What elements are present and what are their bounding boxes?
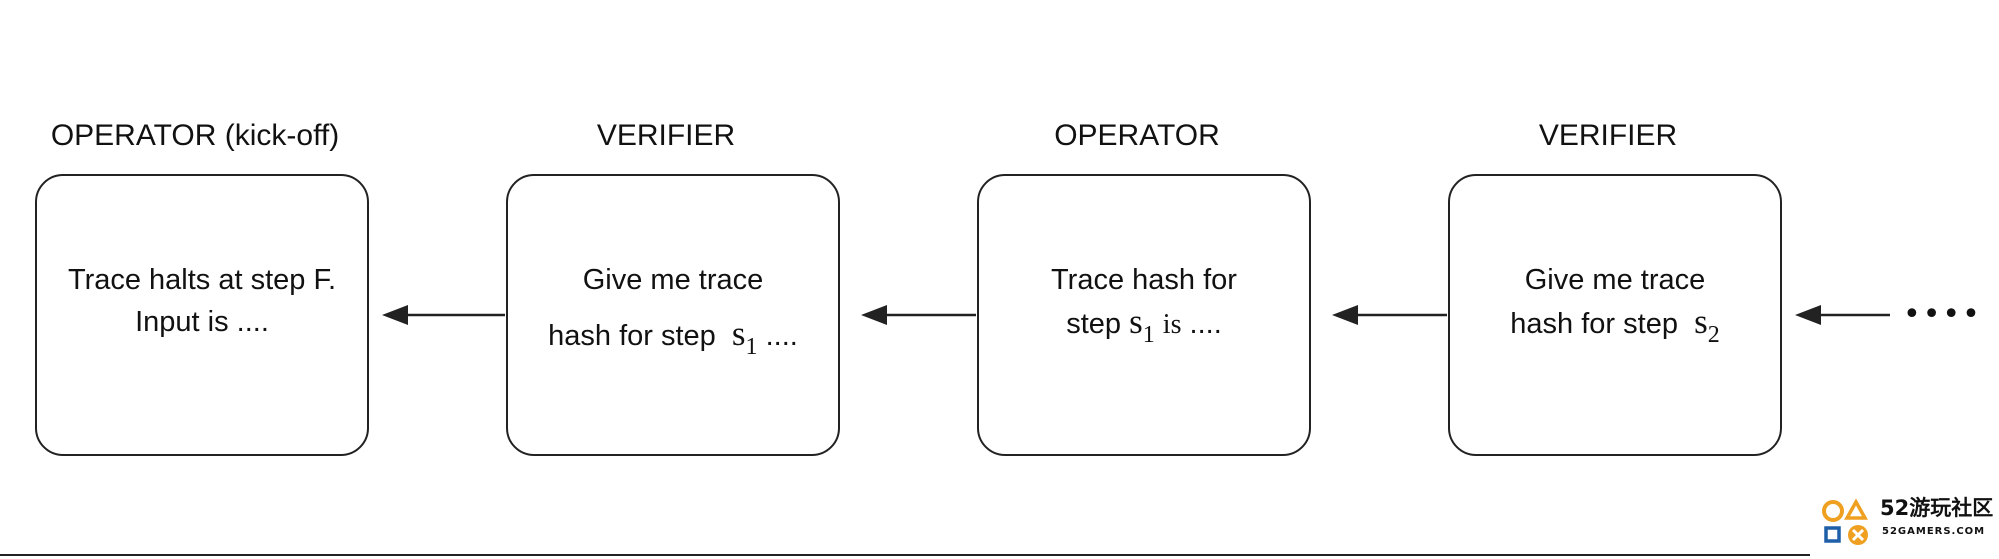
verifier-request-s2-line-1: Give me trace — [1524, 264, 1706, 296]
watermark-subtitle: 52GAMERS.COM — [1882, 526, 1986, 537]
verifier-request-s1-text: Give me trace hash for step s1 .... — [508, 259, 838, 359]
verifier-request-s2-box: Give me trace hash for step s2 — [1448, 174, 1782, 456]
verifier-request-s1-suffix: .... — [765, 320, 798, 352]
operator-kickoff-text: Trace halts at step F. Input is .... — [37, 259, 367, 343]
step-symbol-s1-response-subscript: 1 — [1142, 322, 1155, 348]
operator-kickoff-line-1: Trace halts at step F. — [67, 264, 337, 296]
continuation-dots: •••• — [1903, 297, 1982, 332]
operator-response-s1-line-1: Trace hash for — [1051, 264, 1237, 296]
arrow-verifier-to-operator-kickoff — [382, 305, 505, 325]
step-symbol-s1-letter: s — [731, 314, 746, 353]
role-label-operator: OPERATOR — [1054, 119, 1220, 152]
watermark-logo-icon — [1822, 498, 1868, 545]
operator-response-s1-text: Trace hash for step s1 is .... — [979, 259, 1309, 347]
verifier-request-s2-prefix: hash for step — [1510, 308, 1678, 340]
arrow-operator-to-verifier — [861, 305, 976, 325]
verifier-request-s2-line-2: hash for step s2 — [1450, 301, 1780, 347]
watermark-52gamers: 52游玩社区 52GAMERS.COM — [1820, 494, 1994, 548]
verifier-request-s1-prefix: hash for step — [548, 320, 716, 352]
step-symbol-s1: s1 — [731, 314, 758, 359]
step-symbol-s1-response: s1 — [1129, 302, 1155, 347]
step-symbol-s2: s2 — [1694, 302, 1720, 347]
arrow-continuation-to-verifier — [1795, 305, 1890, 325]
step-symbol-s2-letter: s — [1694, 302, 1708, 341]
role-label-verifier-2: VERIFIER — [1538, 119, 1678, 152]
operator-response-s1-suffix: .... — [1189, 308, 1222, 340]
verifier-request-s1-box: Give me trace hash for step s1 .... — [506, 174, 840, 456]
operator-response-s1-line-2: step s1 is .... — [979, 301, 1309, 347]
role-label-operator-kickoff: OPERATOR (kick-off) — [50, 119, 340, 152]
operator-kickoff-line-2: Input is .... — [135, 306, 269, 338]
bottom-divider — [0, 554, 1810, 556]
step-symbol-s2-subscript: 2 — [1707, 322, 1720, 348]
step-symbol-s1-subscript: 1 — [745, 334, 758, 360]
role-label-verifier-1: VERIFIER — [596, 119, 736, 152]
operator-response-s1-box: Trace hash for step s1 is .... — [977, 174, 1311, 456]
arrow-verifier-to-operator — [1332, 305, 1447, 325]
watermark-title: 52游玩社区 — [1880, 496, 1994, 520]
verifier-request-s2-text: Give me trace hash for step s2 — [1450, 259, 1780, 347]
verifier-request-s1-line-2: hash for step s1 .... — [508, 313, 838, 359]
operator-response-s1-prefix: step — [1066, 308, 1122, 340]
operator-response-s1-is: is — [1162, 309, 1182, 340]
verifier-request-s1-line-1: Give me trace — [582, 264, 764, 296]
operator-kickoff-box: Trace halts at step F. Input is .... — [35, 174, 369, 456]
step-symbol-s1-response-letter: s — [1129, 302, 1143, 341]
